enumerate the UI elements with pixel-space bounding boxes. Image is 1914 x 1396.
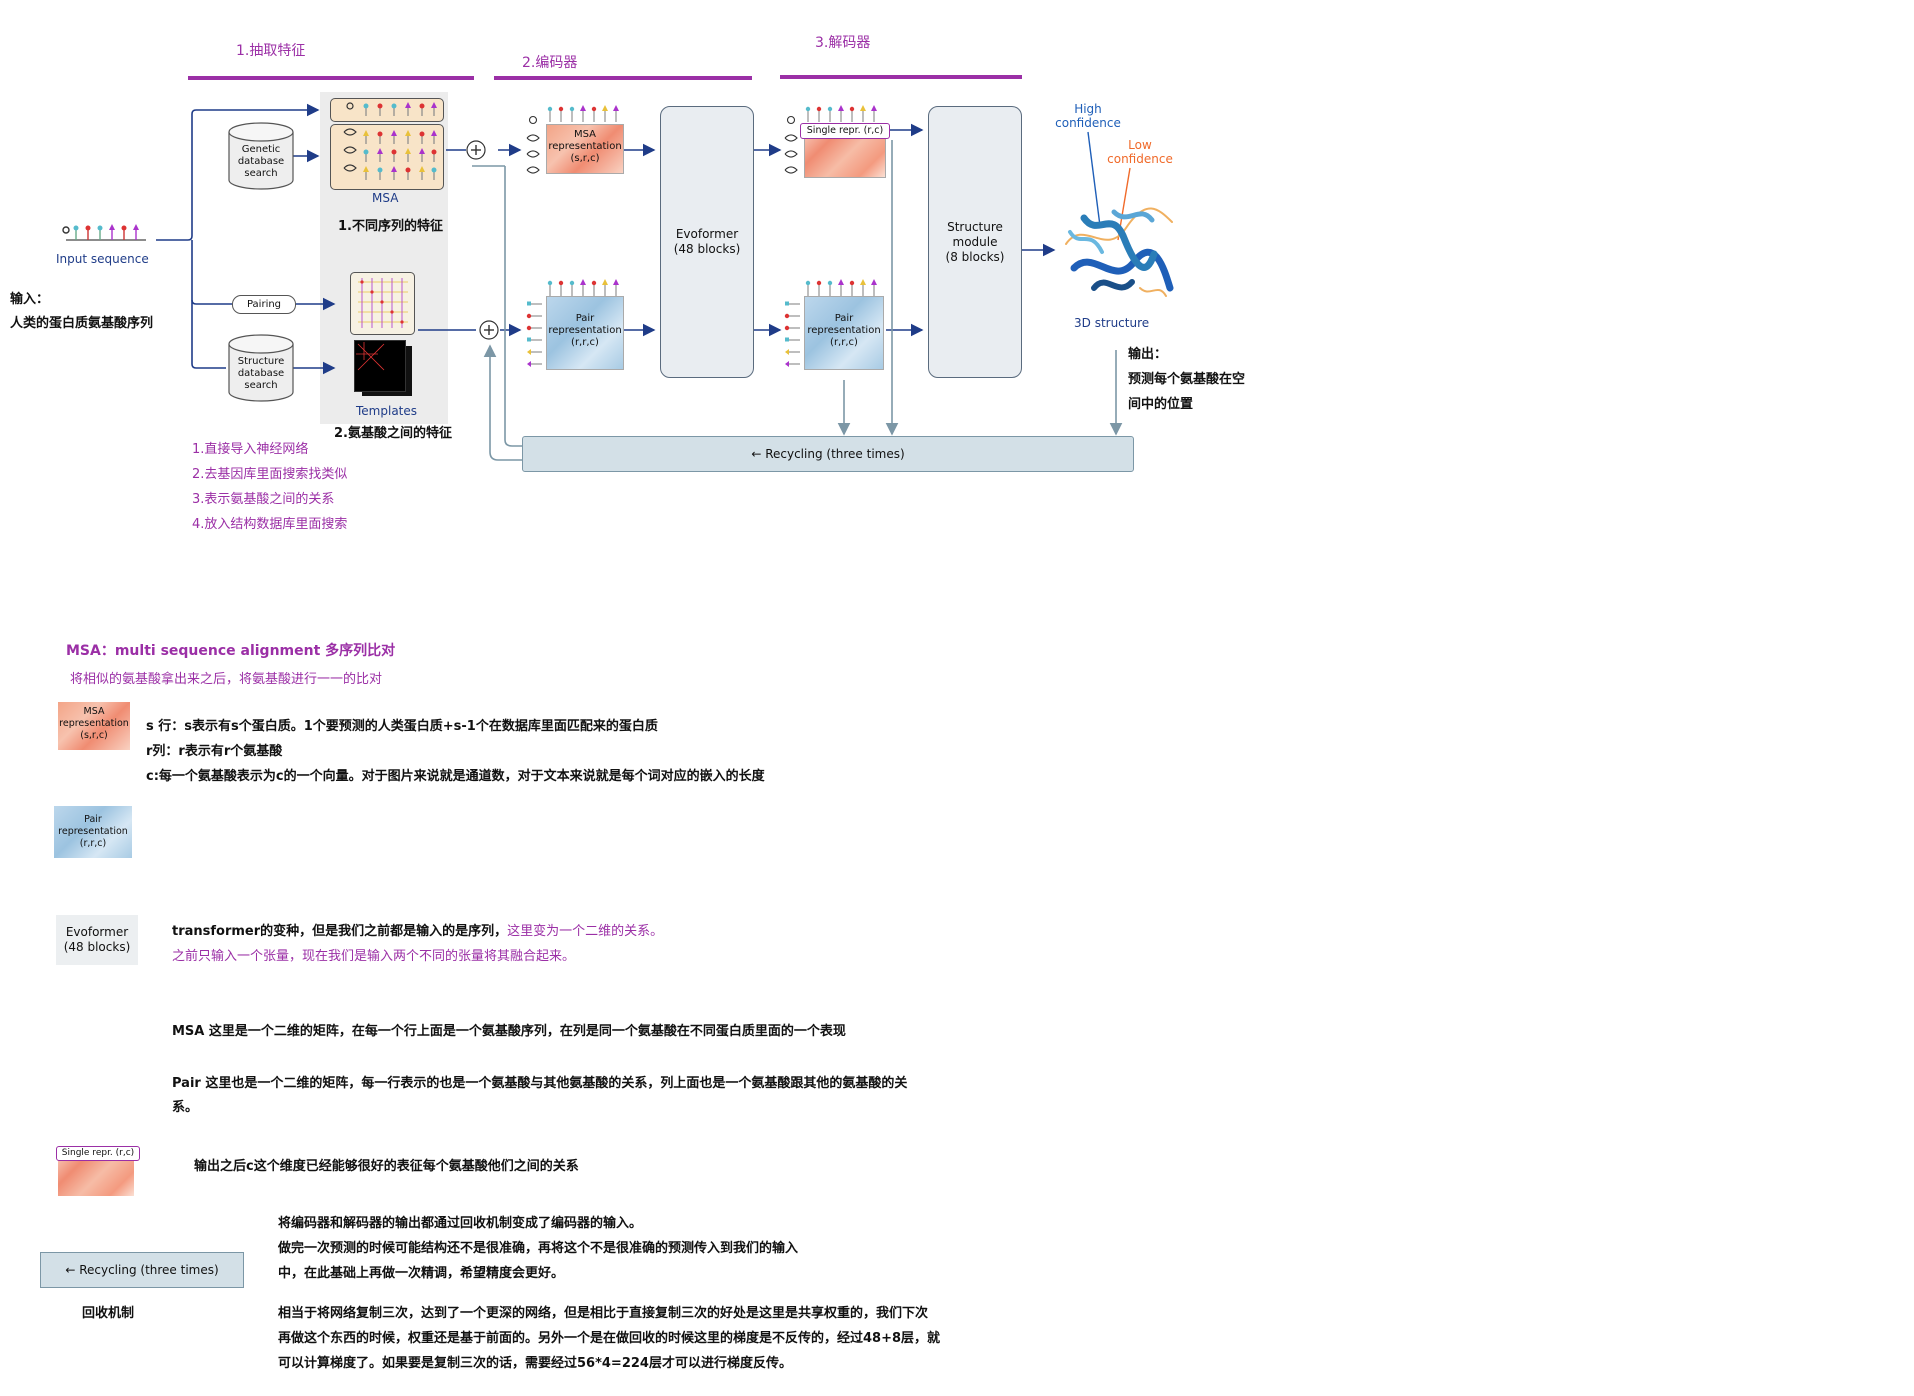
templates-pattern [356, 342, 385, 371]
input-sequence-icon [62, 224, 146, 241]
recycle-explain-3: 中，在此基础上再做一次精调，希望精度会更好。 [278, 1266, 565, 1281]
header-encoder-bar [494, 76, 752, 80]
protein-3d-structure-icon [1065, 207, 1174, 297]
output-note-title: 输出： [1128, 347, 1168, 362]
msa-explain-sub: 将相似的氨基酸拿出来之后，将氨基酸进行一一的比对 [70, 672, 383, 687]
templates-label: Templates [356, 404, 418, 418]
step-2: 2.去基因库里面搜索找类似 [192, 467, 348, 482]
decoder-single-sidebar [784, 115, 798, 174]
recycling-thumbnail: ← Recycling (three times) [40, 1252, 244, 1288]
msa-caption: 1.不同序列的特征 [338, 219, 443, 234]
step-1: 1.直接导入神经网络 [192, 442, 309, 457]
evo-explain-line-2: 之前只输入一个张量，现在我们是输入两个不同的张量将其融合起来。 [172, 949, 576, 964]
decoder-single-repr-label: Single repr. (r,c) [800, 123, 890, 139]
input-sequence-label: Input sequence [56, 252, 149, 266]
msa-feature-glyphs [343, 102, 437, 180]
encoder-msa-top-glyphs [547, 105, 619, 122]
pairing-pill: Pairing [232, 295, 296, 314]
evo-explain-line-1: transformer的变种，但是我们之前都是输入的是序列，这里变为一个二维的关… [172, 920, 663, 939]
encoder-pair-top-glyphs [547, 279, 619, 296]
decoder-single-top-glyphs [805, 105, 877, 122]
single-repr-thumbnail-label: Single repr. (r,c) [56, 1146, 140, 1161]
evoformer-block: Evoformer(48 blocks) [660, 106, 754, 378]
single-out-explain: 输出之后c这个维度已经能够很好的表征每个氨基酸他们之间的关系 [194, 1159, 579, 1174]
header-decoder: 3.解码器 [815, 35, 871, 51]
header-encoder: 2.编码器 [522, 55, 578, 71]
recycle-explain-5: 再做这个东西的时候，权重还是基于前面的。另外一个是在做回收的时候这里的梯度是不反… [278, 1331, 941, 1346]
input-note-body: 人类的蛋白质氨基酸序列 [10, 316, 154, 331]
recycle-explain-1: 将编码器和解码器的输出都通过回收机制变成了编码器的输入。 [278, 1216, 643, 1231]
step-3: 3.表示氨基酸之间的关系 [192, 492, 335, 507]
pair-matrix-explain-2: 系。 [172, 1100, 199, 1115]
recycling-bar: ← Recycling (three times) [522, 436, 1134, 472]
output-note-line-2: 间中的位置 [1128, 397, 1194, 412]
encoder-pair-left-glyphs [526, 301, 542, 367]
msa-explain-title: MSA：multi sequence alignment 多序列比对 [66, 643, 396, 659]
explain-s-line: s 行：s表示有s个蛋白质。1个要预测的人类蛋白质+s-1个在数据库里面匹配来的… [146, 719, 658, 734]
evo-explain-a: transformer的变种，但是我们之前都是输入的是序列， [172, 924, 508, 939]
step-4: 4.放入结构数据库里面搜索 [192, 517, 348, 532]
structure-3d-label: 3D structure [1074, 316, 1150, 330]
pair-matrix-explain-1: Pair 这里也是一个二维的矩阵，每一行表示的也是一个氨基酸与其他氨基酸的关系，… [172, 1076, 908, 1091]
msa-matrix-explain: MSA 这里是一个二维的矩阵，在每一个行上面是一个氨基酸序列，在列是同一个氨基酸… [172, 1024, 846, 1039]
output-note-line-1: 预测每个氨基酸在空 [1128, 372, 1246, 387]
msa-feature-top [330, 98, 444, 122]
decoder-pair-left-glyphs [784, 301, 800, 367]
decoder-pair-top-glyphs [805, 279, 877, 296]
evoformer-thumbnail: Evoformer(48 blocks) [56, 915, 138, 965]
pairing-grid-icon [350, 272, 415, 335]
input-note-title: 输入： [10, 292, 50, 307]
recycle-explain-4: 相当于将网络复制三次，达到了一个更深的网络，但是相比于直接复制三次的好处是这里是… [278, 1306, 929, 1321]
header-extract: 1.抽取特征 [236, 43, 306, 59]
genetic-db-icon [228, 122, 294, 190]
templates-caption: 2.氨基酸之间的特征 [334, 426, 452, 441]
explain-r-line: r列：r表示有r个氨基酸 [146, 744, 283, 759]
recycle-explain-2: 做完一次预测的时候可能结构还不是很准确，再将这个不是很准确的预测传入到我们的输入 [278, 1241, 799, 1256]
encoder-msa-sidebar [526, 115, 540, 174]
recycle-explain-6: 可以计算梯度了。如果要是复制三次的话，需要经过56*4=224层才可以进行梯度反… [278, 1356, 792, 1371]
recycle-mechanism-label: 回收机制 [82, 1306, 135, 1321]
evo-explain-b: 这里变为一个二维的关系。 [507, 924, 664, 939]
structure-db-icon [228, 334, 294, 402]
header-decoder-bar [780, 75, 1022, 79]
msa-label: MSA [372, 191, 399, 205]
explain-c-line: c:每一个氨基酸表示为c的一个向量。对于图片来说就是通道数，对于文本来说就是每个… [146, 769, 765, 784]
header-extract-bar [188, 76, 474, 80]
